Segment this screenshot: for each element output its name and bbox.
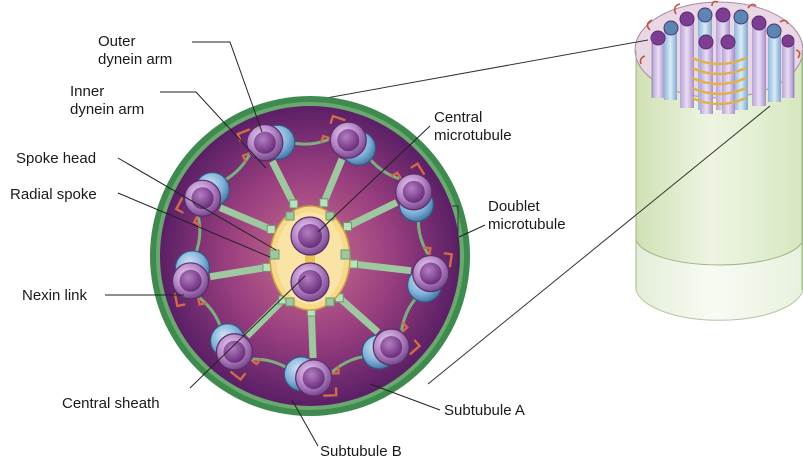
- spoke-head: [350, 260, 358, 268]
- axoneme-cross-section: [150, 96, 470, 416]
- subtubule-a-lumen: [337, 129, 359, 151]
- spoke-head: [290, 200, 298, 208]
- subtubule-a-lumen: [180, 270, 202, 292]
- label-spoke-head: Spoke head: [16, 150, 96, 167]
- label-central-microtubule-line1: Central: [434, 109, 482, 126]
- label-subtubule-b: Subtubule B: [320, 443, 402, 460]
- label-outer-dynein-arm-line1: Outer: [98, 33, 136, 50]
- subtubule-a-lumen: [303, 367, 325, 389]
- label-radial-spoke: Radial spoke: [10, 186, 97, 203]
- spoke-head: [343, 223, 351, 231]
- label-nexin-link: Nexin link: [22, 287, 88, 304]
- label-doublet-microtubule-line2: microtubule: [488, 216, 566, 233]
- subtubule-a-lumen: [380, 336, 402, 358]
- spoke-head: [320, 199, 328, 207]
- projection-line-top: [293, 40, 648, 104]
- flagellum-cylinder: [635, 2, 803, 321]
- subtubule-a-lumen: [192, 187, 214, 209]
- label-inner-dynein-arm-line1: Inner: [70, 83, 104, 100]
- spoke-head: [267, 225, 275, 233]
- label-doublet-microtubule-line1: Doublet: [488, 198, 541, 215]
- subtubule-a-lumen: [403, 181, 425, 203]
- label-central-microtubule-line2: microtubule: [434, 127, 512, 144]
- radial-spoke: [311, 312, 313, 358]
- label-inner-dynein-arm-line2: dynein arm: [70, 101, 144, 118]
- label-central-sheath: Central sheath: [62, 395, 160, 412]
- subtubule-a-lumen: [420, 263, 442, 285]
- subtubule-a-lumen: [254, 132, 276, 154]
- label-outer-dynein-arm-line2: dynein arm: [98, 51, 172, 68]
- label-subtubule-a: Subtubule A: [444, 402, 525, 419]
